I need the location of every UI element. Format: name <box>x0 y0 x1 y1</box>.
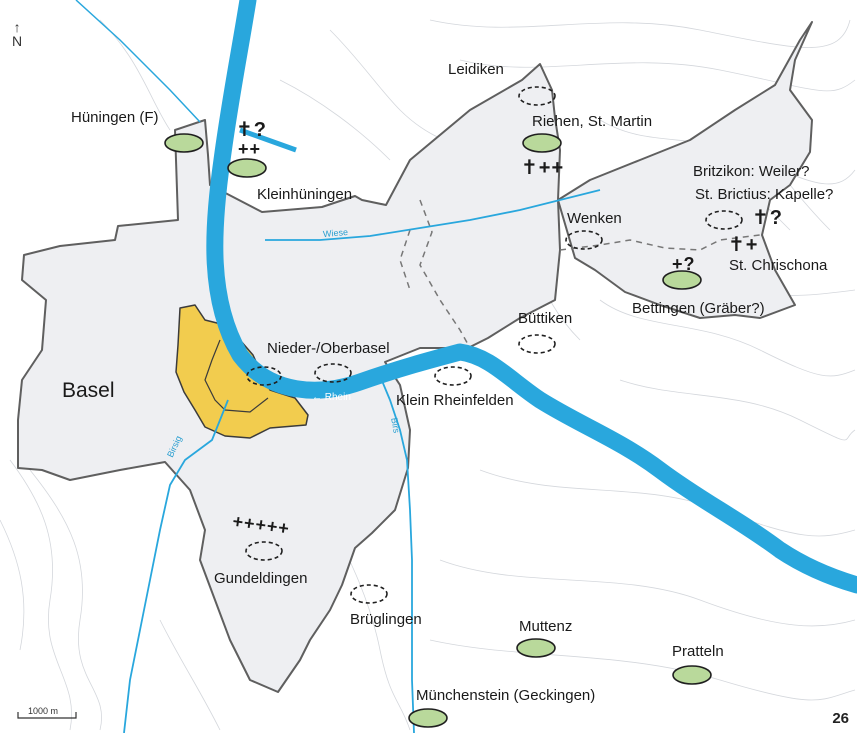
label-britzikon: Britzikon: Weiler? <box>693 163 810 180</box>
settlement-riehen <box>522 133 562 153</box>
settlement-hueningen <box>164 133 204 153</box>
municipality-bettingen <box>557 21 813 319</box>
settlements-uncertain <box>245 86 743 604</box>
label-pratteln: Pratteln <box>672 643 724 660</box>
settlement-brueglingen <box>350 584 388 604</box>
river-wiese <box>265 189 601 241</box>
scale-bar-label: 1000 m <box>28 706 59 716</box>
label-bettingen: Bettingen (Gräber?) <box>632 300 765 317</box>
label-wenken: Wenken <box>567 210 622 227</box>
scale-bar <box>17 712 77 719</box>
settlement-muenchenstein <box>408 708 448 728</box>
settlement-pratteln <box>672 665 712 685</box>
label-kleinrheinfelden: Klein Rheinfelden <box>396 392 514 409</box>
label-buettiken: Büttiken <box>518 310 573 327</box>
old-town-inner-wall <box>204 339 269 413</box>
river-birsig <box>123 399 229 733</box>
label-niederbasel: Nieder-/Oberbasel <box>267 340 390 357</box>
settlement-leidiken <box>518 86 556 106</box>
north-arrow: ↑ N <box>12 20 22 48</box>
settlement-bettingen <box>662 270 702 290</box>
canal-north <box>75 0 201 123</box>
north-arrow-icon: ↑ <box>13 19 21 35</box>
label-muenchenstein: Münchenstein (Geckingen) <box>416 687 596 704</box>
label-kleinhueningen: Kleinhüningen <box>257 186 353 203</box>
grave-symbol-bettingen: +? <box>672 254 696 274</box>
settlement-niederbasel-a <box>246 366 282 386</box>
grave-symbol-kleinhueningen-top: ✝? <box>236 119 267 141</box>
municipality-basel <box>17 63 561 693</box>
label-gundeldingen: Gundeldingen <box>214 570 308 587</box>
river-label-birs: Birs <box>389 416 402 434</box>
label-hueningen: Hüningen (F) <box>71 109 159 126</box>
settlement-wenken <box>565 230 603 250</box>
label-muttenz: Muttenz <box>519 618 573 635</box>
grave-symbol-riehen: ✝++ <box>521 157 565 179</box>
label-leidiken: Leidiken <box>448 61 504 78</box>
settlement-gundeldingen <box>245 541 283 561</box>
river-label-rhein: ← Rhein <box>312 392 351 403</box>
settlement-kleinhueningen <box>227 158 267 178</box>
grave-symbol-kleinhueningen-bottom: ++ <box>238 139 262 159</box>
internal-boundaries <box>399 199 761 349</box>
river-rhein <box>206 0 857 594</box>
settlement-britzikon <box>705 210 743 230</box>
river-birs <box>379 375 415 733</box>
city-label-basel: Basel <box>62 379 115 402</box>
north-letter: N <box>12 33 23 49</box>
settlements-known <box>164 133 712 728</box>
grave-symbol-brictius: ✝? <box>752 207 783 229</box>
canal-harbour <box>239 127 297 153</box>
label-chrischona: St. Chrischona <box>729 257 828 274</box>
label-brictius: St. Brictius: Kapelle? <box>695 186 834 203</box>
label-riehen: Riehen, St. Martin <box>532 113 653 130</box>
settlement-kleinrheinfelden <box>434 366 472 386</box>
page-number: 26 <box>832 710 849 727</box>
settlement-buettiken <box>518 334 556 354</box>
settlement-niederbasel-b <box>314 363 352 383</box>
grave-symbol-chrischona: ✝+ <box>728 234 759 256</box>
label-brueglingen: Brüglingen <box>350 611 422 628</box>
settlement-muttenz <box>516 638 556 658</box>
